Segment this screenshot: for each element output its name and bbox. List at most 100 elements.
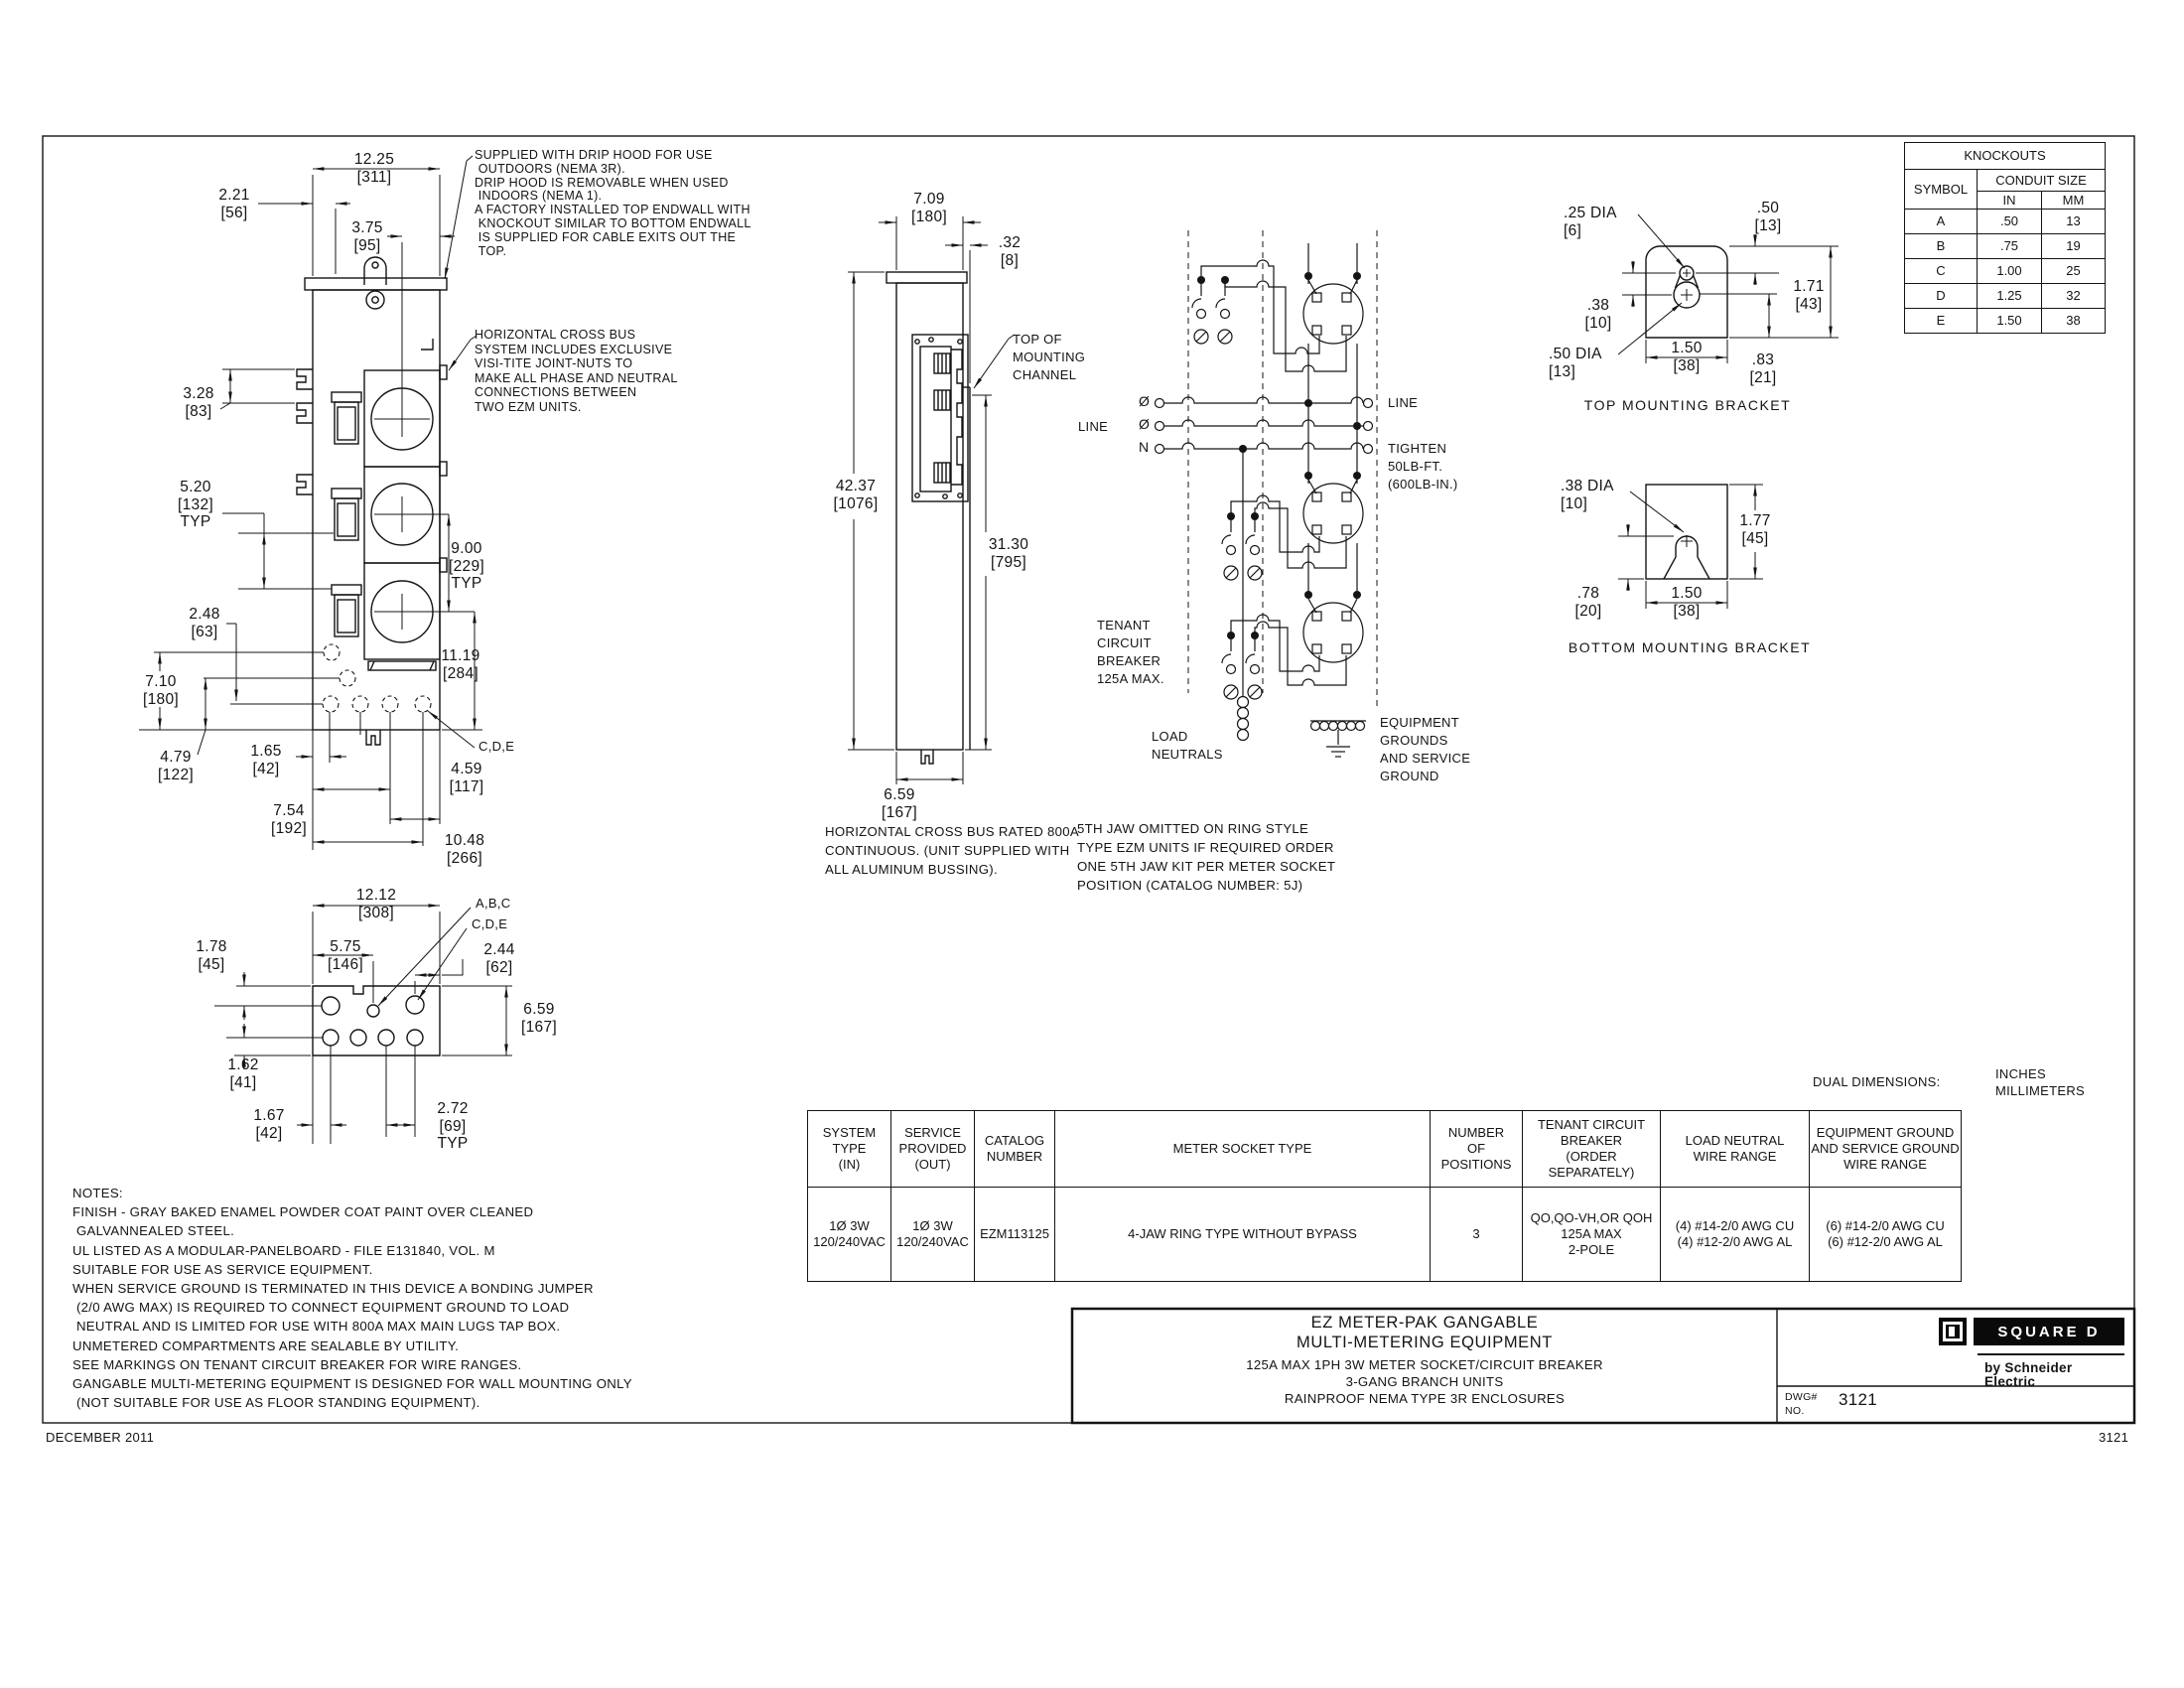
knockout-row-in: 1.25 [1977,283,2042,309]
terminal-phase-1: Ø [1139,393,1151,409]
dim-bottom-depth: 6.59 [167] [521,1001,557,1036]
label-tighten: TIGHTEN 50LB-FT. (600LB-IN.) [1388,441,1458,492]
label-load-neutrals: LOAD NEUTRALS [1152,729,1223,762]
knockout-row-symbol: D [1904,283,1978,309]
dim-front-s1: 1.65 [42] [250,743,282,777]
spec-cell-catalog: EZM113125 [974,1187,1055,1282]
spec-cell-socket-type: 4-JAW RING TYPE WITHOUT BYPASS [1054,1187,1431,1282]
knockout-row-in: .75 [1977,233,2042,259]
dim-bottom-e4: 1.62 [41] [227,1056,259,1091]
spec-cell-equipment-ground: (6) #14-2/0 AWG CU (6) #12-2/0 AWG AL [1809,1187,1962,1282]
spec-cell-positions: 3 [1430,1187,1523,1282]
dim-bottom-e5: 1.67 [42] [253,1107,285,1142]
schneider-byline: by Schneider Electric [1984,1360,2073,1389]
dim-tb-top: .50 [13] [1754,200,1782,234]
bottom-bracket-title: BOTTOM MOUNTING BRACKET [1568,639,1812,655]
dim-side-bottom: 6.59 [167] [882,786,917,821]
knockout-row-symbol: B [1904,233,1978,259]
dim-front-ko2: 7.10 [180] [143,673,179,708]
bracket-details-linework [1617,213,1839,609]
dim-tb-width: 1.50 [38] [1671,340,1703,374]
no-label: NO. [1785,1405,1805,1417]
dim-front-offset: 2.21 [56] [218,187,250,221]
dim-bb-width: 1.50 [38] [1671,585,1703,620]
dim-front-s2: 7.54 [192] [271,802,307,837]
knockout-row-in: 1.00 [1977,258,2042,284]
dim-side-height: 42.37 [1076] [833,478,879,512]
dim-front-left: 4.79 [122] [158,749,194,783]
knockouts-col-in: IN [1977,191,2042,210]
terminal-phase-2: Ø [1139,416,1151,432]
dim-bottom-width: 12.12 [308] [355,887,397,921]
dim-bottom-e6: 2.72 [69] TYP [437,1100,469,1152]
dim-bb-hole: .38 DIA [10] [1561,478,1614,512]
dim-tb-gap: .38 [10] [1584,297,1612,332]
top-bracket-title: TOP MOUNTING BRACKET [1583,397,1792,413]
knockout-row-in: .50 [1977,209,2042,234]
title-block-frame [1070,1307,2136,1425]
dim-side-gap: .32 [8] [998,234,1022,269]
dim-bottom-e3: 2.44 [62] [483,941,515,976]
dual-dimensions-millimeters: MILLIMETERS [1995,1083,2085,1098]
title-line-3: 125A MAX 1PH 3W METER SOCKET/CIRCUIT BRE… [1246,1357,1603,1372]
spec-cell-load-neutral: (4) #14-2/0 AWG CU (4) #12-2/0 AWG AL [1660,1187,1810,1282]
knockout-row-in: 1.50 [1977,308,2042,334]
dim-bottom-e1: 1.78 [45] [196,938,227,973]
spec-header-load-neutral: LOAD NEUTRAL WIRE RANGE [1660,1110,1810,1188]
dual-dimensions-label: DUAL DIMENSIONS: [1813,1074,1941,1089]
dim-tb-height: 1.71 [43] [1793,278,1825,313]
spec-header-tenant-breaker: TENANT CIRCUIT BREAKER (ORDER SEPARATELY… [1522,1110,1661,1188]
title-line-5: RAINPROOF NEMA TYPE 3R ENCLOSURES [1284,1391,1566,1406]
knockouts-col-conduit: CONDUIT SIZE [1977,169,2106,192]
label-line-left: LINE [1078,419,1109,434]
knockouts-title: KNOCKOUTS [1904,142,2106,170]
dim-front-width: 12.25 [311] [353,151,395,186]
spec-cell-tenant-breaker: QO,QO-VH,OR QOH 125A MAX 2-POLE [1522,1187,1661,1282]
spec-header-system: SYSTEM TYPE (IN) [807,1110,891,1188]
dwg-number: 3121 [1839,1390,1878,1409]
sheet-date: DECEMBER 2011 [46,1430,155,1445]
terminal-neutral: N [1139,439,1150,455]
knockout-row-mm: 13 [2041,209,2106,234]
spec-header-positions: NUMBER OF POSITIONS [1430,1110,1523,1188]
knockout-row-mm: 25 [2041,258,2106,284]
dim-front-breaker-spacing: 5.20 [132] TYP [178,479,213,530]
note-drip-hood: SUPPLIED WITH DRIP HOOD FOR USE OUTDOORS… [475,148,751,258]
bottom-view-linework [214,904,512,1144]
dim-bb-slot: .78 [20] [1574,585,1602,620]
knockouts-col-symbol: SYMBOL [1904,169,1978,210]
bottom-label-cde: C,D,E [472,916,508,931]
note-top-of-channel: TOP OF MOUNTING CHANNEL [1013,332,1086,382]
sheet-number: 3121 [2099,1430,2129,1445]
dim-front-bottom: 11.19 [284] [441,647,480,682]
square-d-logo-text: SQUARE D [1974,1318,2124,1345]
dim-bb-height: 1.77 [45] [1739,512,1771,547]
dim-front-hook: 3.28 [83] [183,385,214,420]
spec-header-equipment-ground: EQUIPMENT GROUND AND SERVICE GROUND WIRE… [1809,1110,1962,1188]
knockout-row-symbol: C [1904,258,1978,284]
dim-front-s3: 4.59 [117] [449,761,484,795]
spec-cell-system: 1Ø 3W 120/240VAC [807,1187,891,1282]
spec-table: SYSTEM TYPE (IN) SERVICE PROVIDED (OUT) … [807,1110,1962,1282]
knockout-row-mm: 38 [2041,308,2106,334]
dual-dimensions-inches: INCHES [1995,1066,2046,1081]
dim-tb-hole2: .50 DIA [13] [1549,346,1602,380]
spec-cell-service: 1Ø 3W 120/240VAC [890,1187,975,1282]
side-view-linework [848,216,1016,784]
spec-header-socket-type: METER SOCKET TYPE [1054,1110,1431,1188]
dwg-label: DWG# [1785,1391,1818,1403]
dim-side-channel: 31.30 [795] [988,536,1029,571]
dim-tb-hole1: .25 DIA [6] [1564,205,1617,239]
spec-header-catalog: CATALOG NUMBER [974,1110,1055,1188]
dim-front-s4: 10.48 [266] [444,832,485,867]
knockout-row-mm: 19 [2041,233,2106,259]
note-cross-bus: HORIZONTAL CROSS BUS SYSTEM INCLUDES EXC… [475,328,678,414]
wiring-diagram-linework [1154,230,1378,758]
dim-bottom-e2: 5.75 [146] [328,938,363,973]
front-view-linework [139,155,482,850]
front-knockout-label: C,D,E [478,739,515,754]
label-tenant-breaker: TENANT CIRCUIT BREAKER 125A MAX. [1097,618,1164,686]
square-d-logo-glyph [1939,1318,1967,1345]
